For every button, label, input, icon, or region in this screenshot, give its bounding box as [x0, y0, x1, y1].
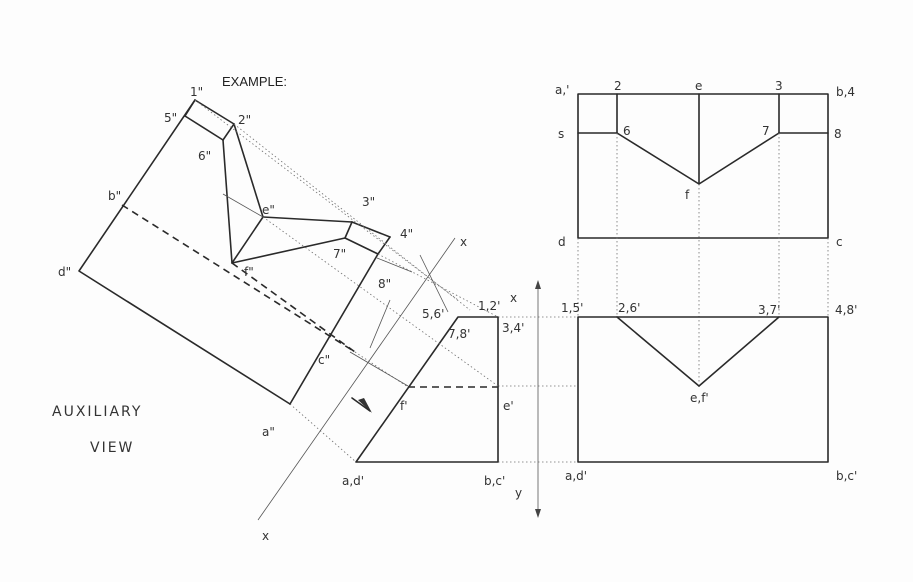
side-label-12: 1,2': [478, 299, 500, 313]
front-view: [577, 316, 829, 463]
aux-outline-right: [289, 253, 379, 405]
top-label-b4: b,4: [836, 85, 855, 99]
top-label-2: 2: [614, 79, 622, 93]
front-view-edge-37-ef: [698, 316, 780, 387]
front-label-ad: a,d': [565, 469, 587, 483]
top-label-3: 3: [775, 79, 783, 93]
front-label-48: 4,8': [835, 303, 857, 317]
aux-label-4: 4": [400, 227, 413, 241]
side-label-bc: b,c': [484, 474, 505, 488]
aux-edge-15: [184, 99, 196, 117]
aux-outline-left: [78, 99, 291, 405]
caption-line-1: AUXILIARY: [52, 404, 142, 420]
aux-label-7: 7": [333, 247, 346, 261]
aux-edge-f7: [231, 237, 346, 264]
example-label: EXAMPLE:: [222, 74, 287, 89]
aux-edge-e3: [262, 216, 353, 223]
aux-edge-78: [344, 237, 379, 255]
aux-reference-line: [257, 237, 456, 521]
aux-label-c: c": [318, 353, 330, 367]
front-view-edge-26-ef: [616, 316, 700, 387]
front-label-37: 3,7': [758, 303, 780, 317]
side-label-y: y: [515, 486, 522, 500]
aux-edge-12: [194, 99, 235, 125]
top-view-edge-7f: [698, 132, 780, 185]
side-label-f: f': [400, 399, 408, 413]
aux-label-6: 6": [198, 149, 211, 163]
projection-lines-top-front: [577, 133, 829, 384]
top-label-d: d: [558, 235, 566, 249]
aux-label-2: 2": [238, 113, 251, 127]
aux-label-3: 3": [362, 195, 375, 209]
side-label-56: 5,6': [422, 307, 444, 321]
aux-edge-ef: [231, 216, 264, 264]
front-view-outline: [577, 316, 829, 463]
auxiliary-view: [78, 99, 499, 521]
side-label-ad: a,d': [342, 474, 364, 488]
front-label-ef: e,f': [690, 391, 709, 405]
top-view-outline: [577, 93, 829, 239]
aux-edge-48: [377, 236, 391, 255]
side-view: [355, 280, 541, 518]
side-label-e: e': [503, 399, 514, 413]
aux-label-5: 5": [164, 111, 177, 125]
aux-edge-34: [351, 221, 391, 238]
top-label-e: e: [695, 79, 702, 93]
xy-arrow-up: [535, 280, 541, 289]
side-label-78: 7,8': [448, 327, 470, 341]
aux-edge-56: [184, 115, 224, 141]
aux-dimension-line-2: [369, 299, 391, 349]
aux-hidden-edge-b: [121, 204, 356, 353]
aux-label-e: e": [262, 203, 275, 217]
aux-label-x-top: x: [460, 235, 467, 249]
aux-label-x-bottom: x: [262, 529, 269, 543]
front-label-26: 2,6': [618, 301, 640, 315]
top-view: [577, 93, 829, 239]
top-label-a1: a,': [555, 83, 569, 97]
aux-edge-37: [344, 221, 353, 239]
top-view-edge-6f: [616, 132, 700, 185]
aux-label-b: b": [108, 189, 121, 203]
aux-dimension-line-1: [419, 254, 449, 313]
side-label-x: x: [510, 291, 517, 305]
top-label-8: 8: [834, 127, 842, 141]
aux-label-8: 8": [378, 277, 391, 291]
aux-label-1: 1": [190, 85, 203, 99]
aux-label-f: f": [244, 265, 254, 279]
aux-hidden-edge-f: [231, 262, 356, 353]
aux-edge-26: [222, 123, 235, 141]
top-label-7: 7: [762, 124, 770, 138]
aux-label-a: a": [262, 425, 275, 439]
front-label-bc: b,c': [836, 469, 857, 483]
xy-arrow-down: [535, 509, 541, 518]
caption-line-2: VIEW: [90, 440, 134, 456]
top-label-c: c: [836, 235, 843, 249]
side-label-34: 3,4': [502, 321, 524, 335]
front-label-15: 1,5': [561, 301, 583, 315]
aux-edge-6f: [222, 139, 233, 264]
top-label-6: 6: [623, 124, 631, 138]
side-view-outline: [355, 316, 499, 463]
top-label-s: s: [558, 127, 564, 141]
aux-label-d: d": [58, 265, 71, 279]
top-label-f: f: [685, 188, 690, 202]
aux-edge-2e: [233, 123, 264, 218]
